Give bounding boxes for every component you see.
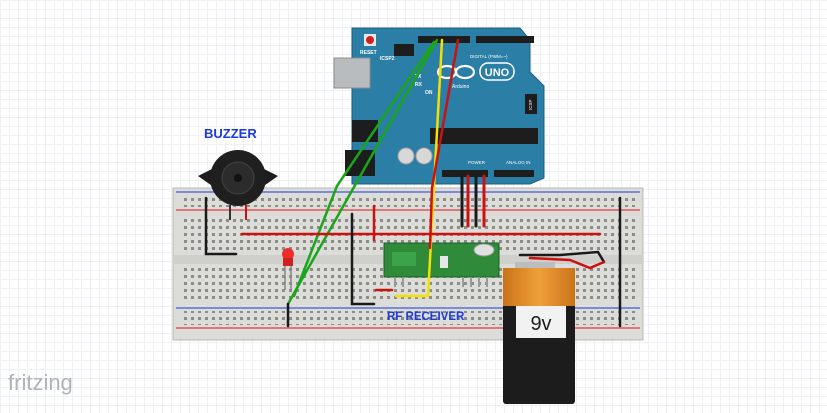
icsp2-label: ICSP2 [380,56,395,62]
battery-black-lead [518,250,606,264]
red-led [282,248,294,290]
buzzer-label: BUZZER [204,126,257,141]
battery-label: 9v [530,313,551,335]
battery-red-lead [528,256,606,270]
yellow-wire-data [394,38,444,298]
battery-9v [503,262,575,404]
tx-label: TX [415,74,422,80]
capacitor-1 [397,147,415,165]
rf-receiver-label: RF RECEIVER [387,311,465,323]
reset-button[interactable] [366,36,374,44]
power-label: POWER [468,160,486,165]
red-wire-digital [428,38,460,250]
digital-header-1 [418,36,470,43]
icsp-header [525,94,537,114]
atmega-chip [430,128,538,144]
power-jack [345,150,375,176]
arduino-brand-label: Arduino [452,84,469,90]
analog-label: ANALOG IN [506,160,531,165]
green-wire-led [292,40,436,298]
arduino-uno-board: RESET ICSP2 DIGITAL (PWM=~) TX RX ON UNO… [333,27,545,185]
reset-label: RESET [360,50,377,56]
rx-label: RX [415,82,423,88]
fritzing-watermark: fritzing [8,370,73,395]
power-header [442,170,488,177]
buzzer [198,150,278,220]
on-label: ON [425,90,433,96]
digital-header-2 [476,36,534,43]
usb-port [333,57,371,89]
black-wire-rf-gnd [350,212,376,306]
analog-header [494,170,534,177]
arduino-logo [436,64,476,80]
icsp-label: ICSP [528,99,533,110]
digital-label: DIGITAL (PWM=~) [470,54,508,59]
black-wire-buzzer-gnd [204,196,238,256]
uno-model-label: UNO [485,67,510,79]
wires [204,38,622,328]
rf-receiver-module [383,242,500,287]
capacitor-2 [415,147,433,165]
icsp2-header [394,44,414,56]
green-wire-signal [286,38,439,306]
